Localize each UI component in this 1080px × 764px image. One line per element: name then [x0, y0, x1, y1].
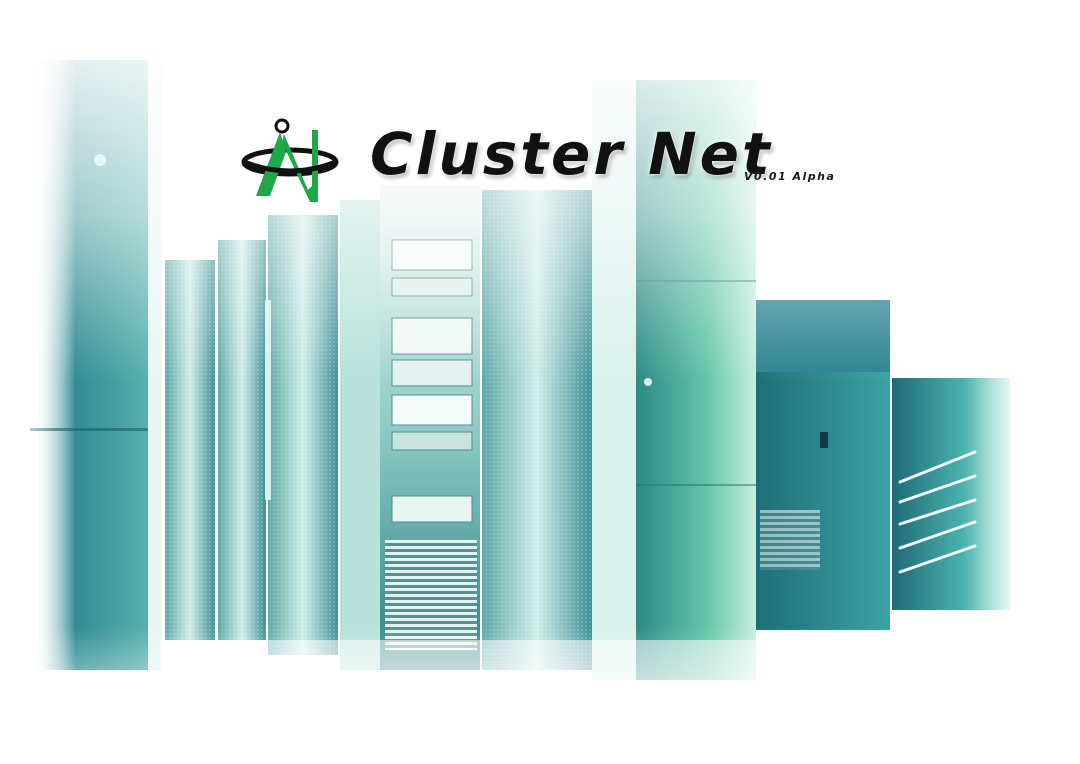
version-label: V0.01 Alpha — [744, 170, 836, 183]
app-title: Cluster Net — [370, 120, 773, 188]
brand-header: Cluster Net V0.01 Alpha — [238, 112, 858, 212]
cluster-net-logo-icon — [241, 118, 339, 202]
